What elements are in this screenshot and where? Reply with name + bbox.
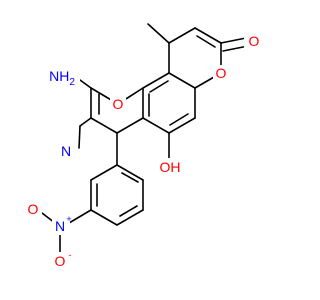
molecule-diagram: NH2 N O O O OH N + O O -	[24, 23, 262, 270]
bond	[90, 164, 118, 181]
bond	[142, 117, 170, 134]
bond	[147, 23, 170, 44]
bond	[121, 172, 139, 183]
bonds	[41, 23, 249, 253]
bond	[116, 164, 144, 181]
carbonyl-oxygen-label: O	[249, 33, 260, 49]
structure-drawing: NH2 N O O O OH N + O O -	[24, 23, 262, 270]
nitro-oxygen-label: O	[28, 201, 39, 217]
amino-label: NH2	[49, 68, 75, 88]
nitrile-nitrogen-label: N	[61, 143, 71, 159]
bond	[116, 117, 144, 134]
bond	[169, 113, 189, 126]
bond	[168, 117, 196, 134]
bond	[79, 117, 92, 127]
bond	[168, 72, 196, 89]
atom-labels: NH2 N O O O OH N + O O -	[24, 33, 262, 270]
bond	[194, 27, 222, 44]
nitro-nitrogen-label: N	[55, 218, 65, 234]
pyran-oxygen-label: O	[113, 96, 124, 112]
nitro-oxide-charge: -	[69, 250, 72, 260]
bond	[78, 125, 81, 149]
hydroxyl-label: OH	[160, 159, 181, 175]
bond	[90, 209, 118, 226]
nitro-nitrogen-charge: +	[66, 214, 71, 224]
lactone-oxygen-label: O	[216, 65, 227, 81]
bond	[220, 37, 247, 44]
bond	[68, 209, 92, 224]
bond	[168, 27, 196, 44]
bond	[149, 80, 169, 93]
bond	[116, 209, 144, 226]
bond	[119, 205, 138, 217]
bond	[222, 45, 249, 52]
bond	[90, 117, 118, 134]
bond	[79, 79, 92, 89]
nitro-oxide-label: O	[55, 253, 66, 269]
bond	[196, 35, 216, 48]
bond	[142, 72, 170, 89]
